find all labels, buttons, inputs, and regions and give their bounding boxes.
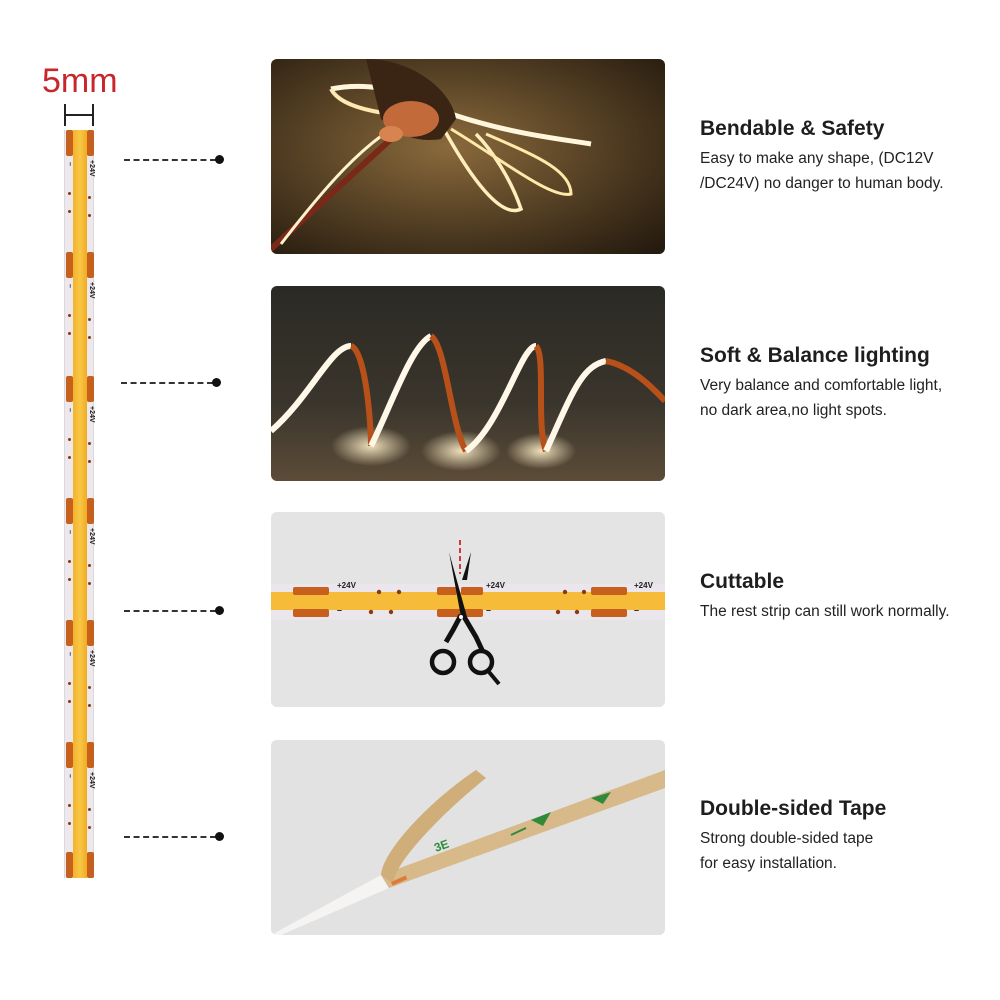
- strip-voltage-label: +24V: [88, 772, 95, 789]
- led-dot: [68, 700, 71, 703]
- solder-pad: [87, 742, 94, 768]
- connector-line-2: [121, 378, 221, 388]
- feature-desc-line: no dark area,no light spots.: [700, 402, 887, 419]
- led-dot: [88, 336, 91, 339]
- strip-negative-label-3: –: [634, 605, 640, 615]
- feature-description: Strong double-sided tape for easy instal…: [700, 826, 995, 876]
- led-dot: [88, 808, 91, 811]
- feature-desc-line: Strong double-sided tape: [700, 830, 874, 847]
- feature-title: Bendable & Safety: [700, 117, 885, 140]
- bendable-photo: [271, 59, 665, 254]
- soft-lighting-photo: [271, 286, 665, 481]
- connector-dot-icon: [215, 155, 224, 164]
- strip-voltage-label: +24V: [88, 406, 95, 423]
- strip-voltage-label: +24V: [88, 160, 95, 177]
- led-dot: [68, 314, 71, 317]
- solder-pad: [66, 852, 73, 878]
- strip-voltage-label-1: +24V: [337, 581, 356, 590]
- led-dot: [68, 560, 71, 563]
- strip-voltage-label: +24V: [88, 528, 95, 545]
- solder-pad: [87, 498, 94, 524]
- strip-voltage-label-2: +24V: [486, 581, 505, 590]
- feature-description: Very balance and comfortable light, no d…: [700, 373, 995, 423]
- feature-desc-line: for easy installation.: [700, 855, 837, 872]
- led-dot: [68, 804, 71, 807]
- solder-pad: [66, 252, 73, 278]
- connector-dot-icon: [212, 378, 221, 387]
- feature-desc-line: The rest strip can still work normally.: [700, 603, 950, 620]
- tape-print-mark: 3E: [432, 837, 451, 855]
- solder-pad: [87, 252, 94, 278]
- connector-line-1: [124, 155, 224, 165]
- dimension-label: 5mm: [42, 62, 118, 100]
- feature-desc-line: Very balance and comfortable light,: [700, 377, 943, 394]
- feature-title: Cuttable: [700, 570, 784, 593]
- feature-double-sided-tape: Double-sided Tape Strong double-sided ta…: [700, 796, 995, 876]
- feature-cuttable: Cuttable The rest strip can still work n…: [700, 569, 995, 624]
- feature-bendable-safety: Bendable & Safety Easy to make any shape…: [700, 116, 995, 196]
- connector-dot-icon: [215, 606, 224, 615]
- strip-voltage-label: +24V: [88, 282, 95, 299]
- feature-desc-line: /DC24V) no danger to human body.: [700, 175, 944, 192]
- vertical-led-strip: +24V – +24V – +24V – +24V – +24V – +24V –: [64, 130, 95, 878]
- solder-pad: [87, 376, 94, 402]
- strip-negative-label-1: –: [337, 605, 343, 615]
- feature-description: Easy to make any shape, (DC12V /DC24V) n…: [700, 146, 995, 196]
- led-dot: [88, 826, 91, 829]
- led-dot: [88, 318, 91, 321]
- feature-soft-balance-lighting: Soft & Balance lighting Very balance and…: [700, 343, 995, 423]
- cuttable-photo: +24V +24V +24V – – –: [271, 512, 665, 707]
- led-dot: [88, 196, 91, 199]
- strip-voltage-label-3: +24V: [634, 581, 653, 590]
- solder-pad: [87, 130, 94, 156]
- strip-negative-label: –: [66, 162, 73, 166]
- led-dot: [68, 822, 71, 825]
- led-dot: [88, 214, 91, 217]
- strip-negative-label: –: [66, 774, 73, 778]
- solder-pad: [87, 852, 94, 878]
- led-dot: [68, 438, 71, 441]
- led-dot: [68, 210, 71, 213]
- connector-line-4: [124, 832, 224, 842]
- strip-negative-label: –: [66, 284, 73, 288]
- led-dot: [88, 704, 91, 707]
- double-sided-tape-photo: 3E: [271, 740, 665, 935]
- strip-cob-core: [73, 130, 87, 878]
- led-dot: [88, 460, 91, 463]
- connector-line-3: [124, 606, 224, 616]
- strip-negative-label: –: [66, 530, 73, 534]
- connector-dot-icon: [215, 832, 224, 841]
- led-dot: [88, 686, 91, 689]
- led-dot: [88, 564, 91, 567]
- led-dot: [68, 192, 71, 195]
- solder-pad: [66, 742, 73, 768]
- led-dot: [88, 442, 91, 445]
- solder-pad: [66, 498, 73, 524]
- feature-title: Soft & Balance lighting: [700, 344, 930, 367]
- feature-desc-line: Easy to make any shape, (DC12V: [700, 150, 934, 167]
- led-dot: [88, 582, 91, 585]
- solder-pad: [66, 130, 73, 156]
- strip-negative-label: –: [66, 408, 73, 412]
- led-dot: [68, 456, 71, 459]
- led-dot: [68, 578, 71, 581]
- solder-pad: [66, 376, 73, 402]
- strip-voltage-label: +24V: [88, 650, 95, 667]
- feature-description: The rest strip can still work normally.: [700, 599, 995, 624]
- led-dot: [68, 332, 71, 335]
- dimension-bracket-icon: [64, 104, 94, 126]
- solder-pad: [87, 620, 94, 646]
- strip-negative-label-2: –: [486, 605, 492, 615]
- feature-title: Double-sided Tape: [700, 797, 887, 820]
- led-dot: [68, 682, 71, 685]
- strip-negative-label: –: [66, 652, 73, 656]
- solder-pad: [66, 620, 73, 646]
